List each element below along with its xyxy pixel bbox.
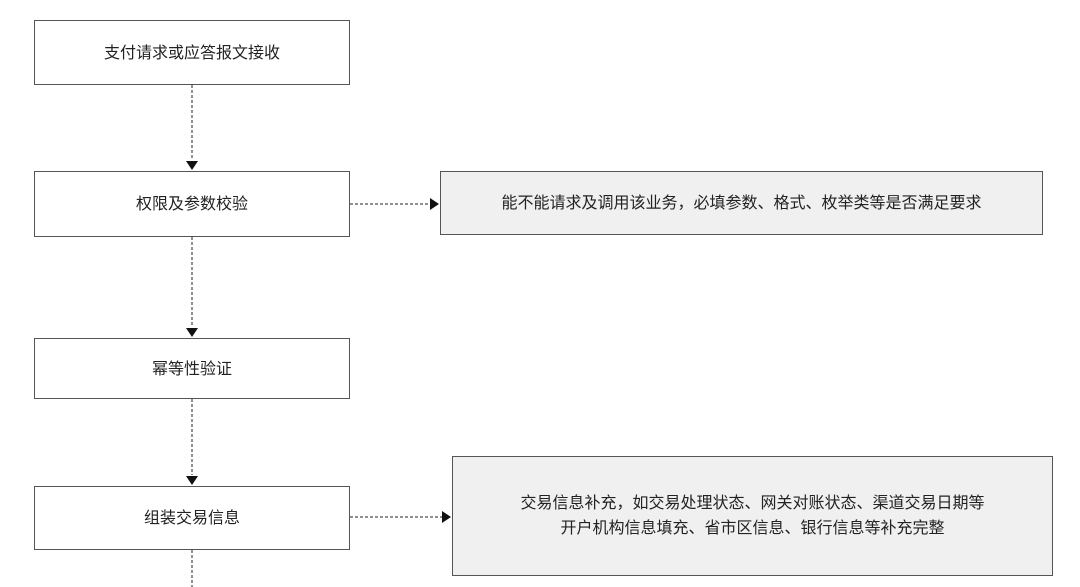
arrowhead-step2 <box>186 161 198 170</box>
note-line: 开户机构信息填充、省市区信息、银行信息等补充完整 <box>560 518 945 537</box>
arrowhead-note1 <box>430 198 439 210</box>
flow-step-label: 支付请求或应答报文接收 <box>103 42 280 62</box>
flow-step-message-receive: 支付请求或应答报文接收 <box>34 20 350 85</box>
flow-step-label: 权限及参数校验 <box>135 194 248 214</box>
note-assemble-transaction: 交易信息补充，如交易处理状态、网关对账状态、渠道交易日期等 开户机构信息填充、省… <box>452 456 1053 576</box>
flow-step-idempotency-check: 幂等性验证 <box>34 338 350 399</box>
arrowhead-note2 <box>442 511 451 523</box>
flow-step-assemble-transaction: 组装交易信息 <box>34 486 350 550</box>
note-line: 能不能请求及调用该业务，必填参数、格式、枚举类等是否满足要求 <box>501 192 982 212</box>
flow-step-label: 幂等性验证 <box>151 358 232 378</box>
flow-step-permission-param-check: 权限及参数校验 <box>34 171 350 237</box>
arrowhead-step4 <box>186 476 198 485</box>
arrowhead-step3 <box>186 328 198 337</box>
note-line: 交易信息补充，如交易处理状态、网关对账状态、渠道交易日期等 <box>520 493 985 513</box>
note-permission-param-check: 能不能请求及调用该业务，必填参数、格式、枚举类等是否满足要求 <box>440 171 1043 235</box>
flow-step-label: 组装交易信息 <box>143 508 240 528</box>
